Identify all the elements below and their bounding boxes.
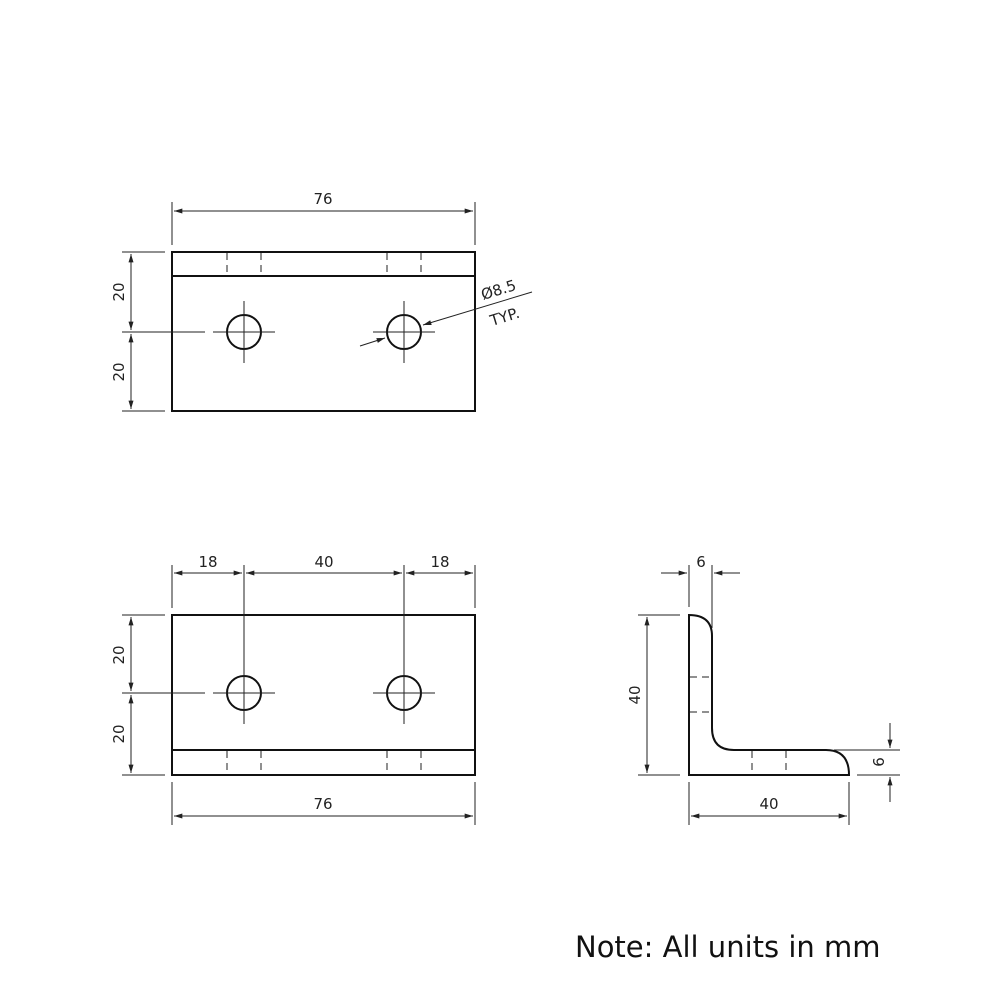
hidden-lines xyxy=(690,676,787,775)
dimension-height-40: 40 xyxy=(626,614,680,776)
dim-label: 76 xyxy=(313,795,332,813)
units-note: Note: All units in mm xyxy=(575,930,881,964)
hidden-lines xyxy=(226,253,422,276)
front-view-outline xyxy=(171,614,476,776)
dim-label: 20 xyxy=(110,362,128,381)
dimension-height: 20 20 xyxy=(110,614,165,776)
dim-label: 18 xyxy=(430,553,449,571)
dim-label: 40 xyxy=(626,685,644,704)
hole-callout: Ø8.5 TYP. xyxy=(359,276,533,347)
dimension-thickness-side: 6 xyxy=(834,723,900,802)
diameter-label: Ø8.5 xyxy=(479,276,518,304)
dimension-width-76: 76 xyxy=(171,782,476,825)
top-view: 76 20 20 Ø8.5 TYP. xyxy=(110,190,533,412)
dimension-width-76: 76 xyxy=(171,190,476,245)
dim-label: 6 xyxy=(696,553,706,571)
dimension-width-40: 40 xyxy=(688,782,850,825)
dimension-thickness-top: 6 xyxy=(661,553,740,628)
hidden-lines xyxy=(226,751,422,775)
centerlines xyxy=(122,301,435,363)
dim-label: 20 xyxy=(110,645,128,664)
front-view: 18 40 18 20 20 76 xyxy=(110,553,476,825)
dim-label: 40 xyxy=(759,795,778,813)
typical-label: TYP. xyxy=(487,304,522,330)
dimension-hole-spacing: 18 40 18 xyxy=(171,553,476,608)
side-view: 6 40 6 40 xyxy=(626,553,900,825)
dim-label: 18 xyxy=(198,553,217,571)
dim-label: 76 xyxy=(313,190,332,208)
dimension-height: 20 20 xyxy=(110,251,165,412)
dim-label: 20 xyxy=(110,282,128,301)
angle-profile xyxy=(688,613,851,776)
dim-label: 6 xyxy=(870,757,888,767)
dim-label: 20 xyxy=(110,724,128,743)
dim-label: 40 xyxy=(314,553,333,571)
centerlines xyxy=(122,565,435,724)
